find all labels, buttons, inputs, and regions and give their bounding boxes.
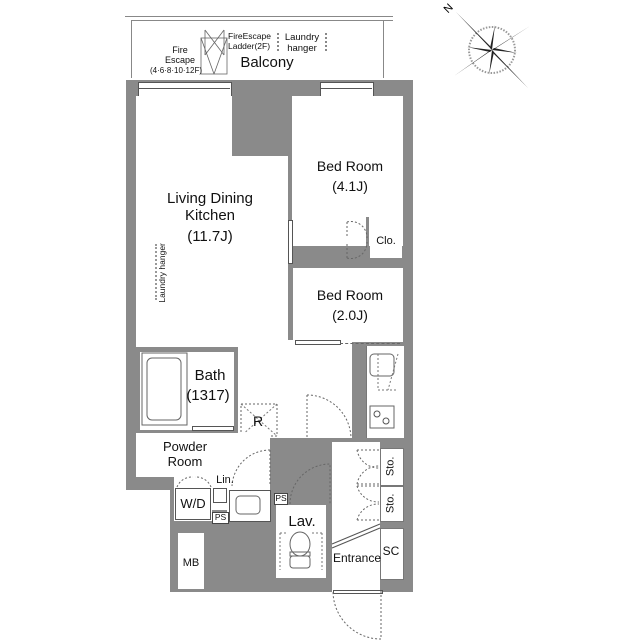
front-door-threshold[interactable] (333, 590, 383, 594)
washer-dryer-label: W/D (180, 496, 206, 511)
fire-escape-hatch-icon (200, 29, 228, 75)
bedroom2-door-track (340, 343, 400, 344)
laundry-hanger-line-left (277, 33, 279, 51)
bedroom1-door[interactable] (288, 220, 293, 264)
sink-icon (369, 353, 399, 391)
bath-size: (1317) (186, 387, 230, 404)
balcony-label: Balcony (240, 54, 294, 71)
laundry-hanger-line-right (325, 33, 327, 51)
closet-room (370, 220, 402, 258)
linen-cabinet (213, 488, 227, 503)
storage1-box (380, 448, 404, 486)
lavatory-door-swing-icon[interactable] (288, 462, 332, 506)
front-door-swing-icon[interactable] (331, 590, 383, 641)
linen-label: Lin. (216, 474, 234, 486)
ldk-name: Living Dining Kitchen (167, 190, 253, 225)
bedroom1-name: Bed Room (316, 158, 384, 174)
ps2-label: PS (274, 493, 288, 505)
entrance-label: Entrance (332, 551, 382, 565)
bedroom2-room (293, 268, 403, 342)
bedroom2-name: Bed Room (316, 287, 384, 303)
ldk-room-right (232, 156, 288, 348)
fire-escape-ladder-label: FireEscape Ladder(2F) (228, 31, 271, 51)
kitchen-counter (366, 346, 404, 438)
north-label: N (442, 2, 456, 16)
ldk-room (136, 96, 232, 348)
bedroom2-door[interactable] (295, 340, 341, 345)
ldk-door-swing-icon[interactable] (305, 393, 355, 443)
closet-label: Clo. (376, 235, 396, 247)
hall-room (288, 340, 352, 438)
storage2-label: Sto. (384, 493, 397, 514)
washer-dryer-box (175, 488, 211, 520)
closet-wall (366, 217, 369, 247)
fire-escape-floors-label: (4·6·8·10·12F) (149, 66, 202, 75)
bath-door[interactable] (192, 426, 234, 431)
window-right (320, 82, 374, 97)
shoe-closet-box (380, 528, 404, 580)
balcony-rail-left (131, 20, 132, 78)
bedroom1-size: (4.1J) (332, 178, 368, 194)
window-right-mullion (320, 88, 372, 89)
powder-room (136, 433, 270, 477)
refrigerator-label: R (252, 413, 264, 429)
balcony-area (125, 16, 393, 17)
refrigerator-icon (240, 403, 278, 437)
ldk-laundry-hanger-label: Laundry hanger (157, 243, 168, 303)
window-left (138, 82, 232, 97)
storage2-box (380, 486, 404, 522)
balcony-laundry-hanger-label: Laundry hanger (284, 32, 320, 54)
closet-door-icon[interactable] (345, 220, 369, 260)
bedroom2-size: (2.0J) (332, 307, 368, 323)
storage-door-swing-icon[interactable] (355, 448, 381, 522)
fire-escape-label: Fire Escape (164, 45, 196, 66)
washer-dryer-door-icon[interactable] (176, 476, 212, 488)
ldk-laundry-hanger-line (155, 244, 157, 300)
meter-box (178, 533, 204, 589)
bathtub-icon (141, 352, 188, 426)
balcony-rail-top (131, 20, 393, 21)
bath-name: Bath (194, 367, 226, 384)
lavatory-room (276, 505, 326, 578)
window-left-mullion (138, 88, 230, 89)
meter-box-label: MB (182, 557, 200, 569)
powder-room-name: Powder Room (162, 439, 208, 469)
ldk-size: (11.7J) (187, 228, 233, 245)
entrance-hall (332, 442, 380, 592)
powder-room-door-swing-icon[interactable] (230, 448, 274, 488)
stove-icon (369, 405, 395, 429)
bedroom1-alcove (372, 96, 403, 100)
entrance-step-icon (331, 523, 381, 549)
storage1-label: Sto. (384, 456, 397, 477)
ps1-label: PS (212, 512, 229, 524)
hall-partition-wall (238, 438, 403, 442)
compass-rose-icon: N (442, 2, 530, 88)
shoe-closet-label: SC (382, 544, 400, 558)
lavatory-label: Lav. (288, 513, 316, 530)
vanity-sink-icon (235, 495, 261, 515)
toilet-icon (279, 531, 323, 570)
balcony-rail-right (383, 20, 384, 78)
